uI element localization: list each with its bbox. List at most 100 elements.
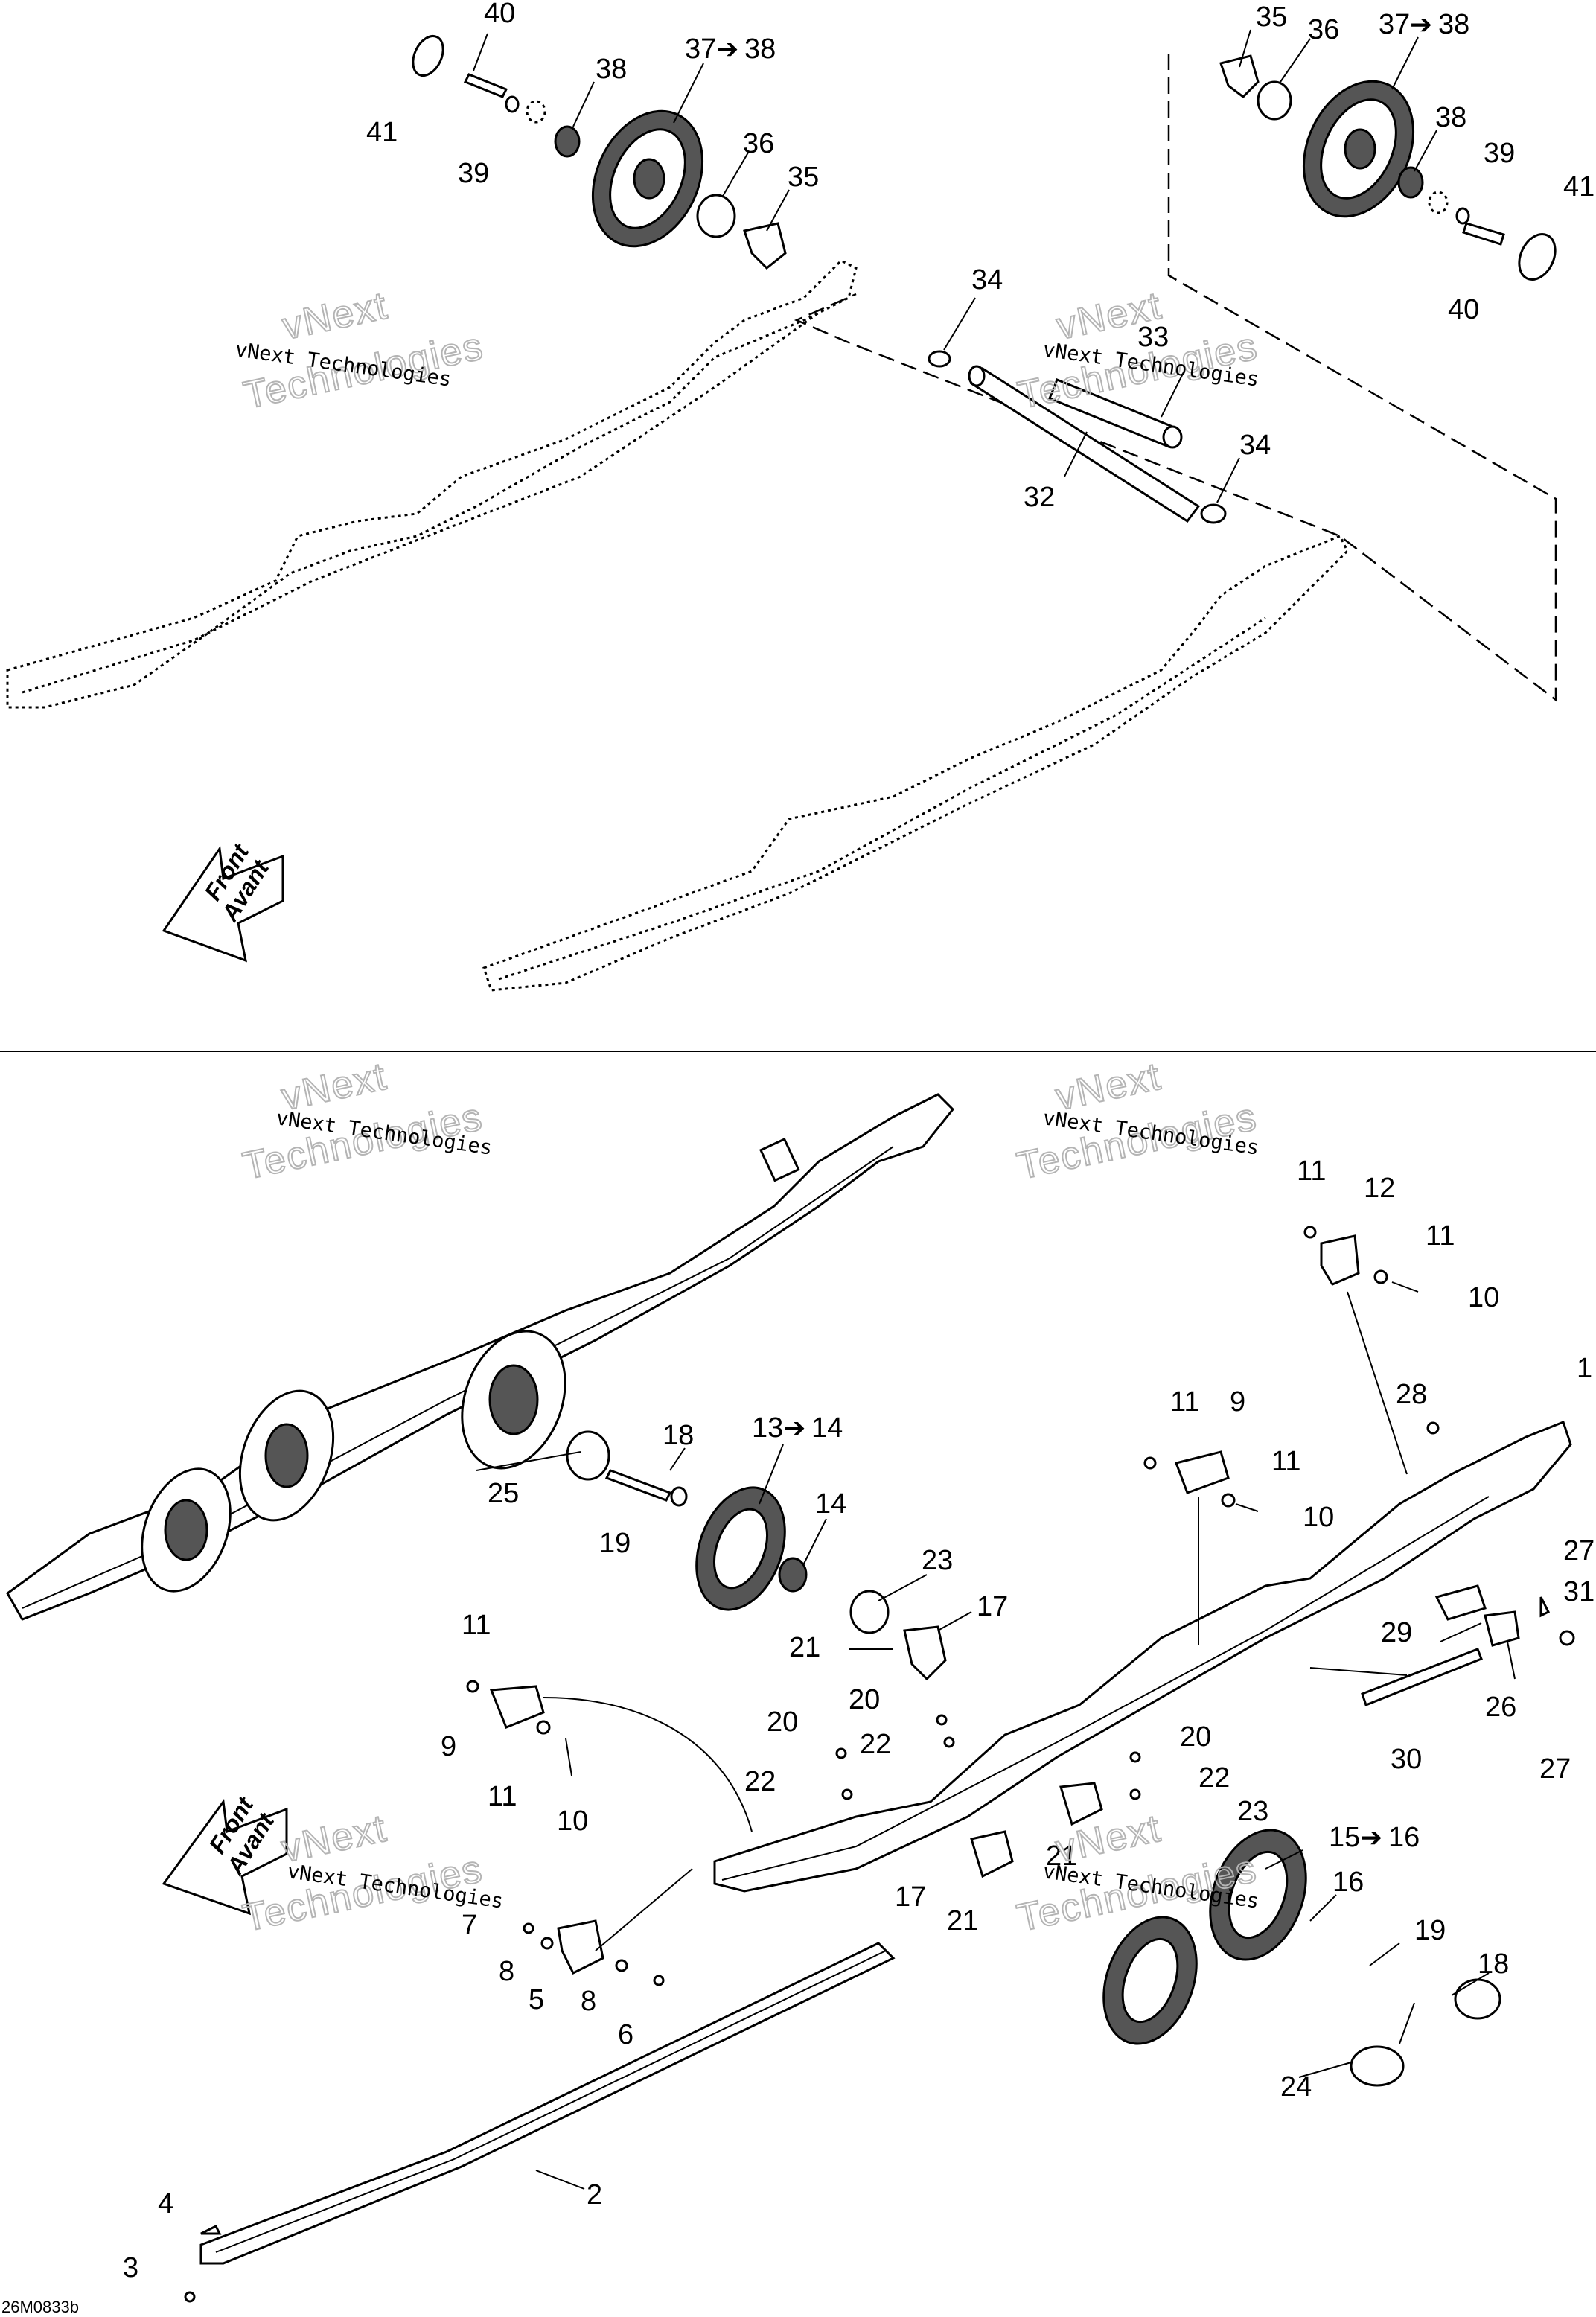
fasteners [184, 1226, 1575, 2303]
washer-34-left [928, 350, 951, 368]
callout-6: 6 [618, 2019, 633, 2050]
svg-text:13: 13 [752, 1412, 783, 1444]
top-panel: Front Avant [6, 0, 1595, 992]
callout-17-top: 17 [977, 1591, 1008, 1622]
washer-39-left [505, 95, 520, 113]
callout-34-right: 34 [1239, 430, 1271, 461]
callout-31: 31 [1563, 1576, 1595, 1607]
callout-20-b: 20 [767, 1706, 798, 1738]
adapter-21 [1059, 1782, 1103, 1826]
callout-27-top: 27 [1563, 1535, 1595, 1567]
callout-14: 14 [815, 1488, 846, 1520]
callout-38-left: 38 [596, 54, 627, 85]
block-5 [557, 1919, 604, 1975]
svg-text:38: 38 [1438, 9, 1469, 40]
callout-39-left: 39 [458, 158, 489, 189]
callout-16: 16 [1332, 1867, 1364, 1898]
callout-8-left: 8 [499, 1956, 514, 1987]
right-rail-ghost [482, 535, 1349, 992]
callout-11-f: 11 [488, 1781, 517, 1812]
washer-39-right [1455, 207, 1470, 225]
callout-23-bottom: 23 [1237, 1796, 1268, 1827]
callout-30: 30 [1391, 1744, 1422, 1775]
left-rail-ghost-inner [22, 311, 820, 694]
callout-1: 1 [1577, 1353, 1592, 1384]
svg-text:vNext: vNext [278, 284, 392, 348]
lockwasher-left [526, 100, 546, 124]
callout-40-left: 40 [484, 0, 515, 29]
callout-12: 12 [1364, 1173, 1395, 1204]
callout-33: 33 [1137, 322, 1169, 353]
callout-4: 4 [158, 2188, 173, 2219]
callout-22-c: 22 [1198, 1762, 1230, 1794]
wheel-15-front [1209, 1829, 1307, 1961]
wheel-37-right [1302, 80, 1415, 218]
callout-11-a: 11 [1297, 1156, 1326, 1187]
callout-41-left: 41 [366, 117, 398, 148]
callout-21-c: 21 [947, 1905, 978, 1937]
callout-3: 3 [123, 2252, 138, 2283]
callout-24: 24 [1280, 2071, 1312, 2103]
wheel-37-left [591, 109, 704, 248]
callout-17-bottom: 17 [895, 1881, 926, 1913]
bracket-29 [1434, 1584, 1487, 1621]
cap-25 [566, 1430, 610, 1481]
wheel-13 [695, 1486, 786, 1611]
callout-22-a: 22 [860, 1729, 891, 1760]
callout-40-right: 40 [1448, 294, 1479, 325]
drawing-code: 26M0833b [1, 2298, 79, 2316]
callout-20-c: 20 [1180, 1721, 1211, 1753]
leaders-bottom [476, 1291, 1516, 2190]
cap-41-left [412, 35, 444, 77]
axle-32 [968, 365, 1201, 523]
svg-text:37: 37 [685, 34, 716, 65]
adapter-17 [903, 1625, 947, 1681]
spacer-36-left [696, 194, 736, 238]
callout-11-e: 11 [462, 1610, 491, 1641]
front-arrow-bottom: Front Avant [162, 1791, 288, 1916]
bolt-40-right [1462, 222, 1505, 246]
callout-23-top: 23 [922, 1545, 953, 1576]
callout-8-right: 8 [581, 1986, 596, 2017]
callout-18-left: 18 [663, 1420, 694, 1451]
callout-38-right: 38 [1435, 102, 1466, 133]
watermark-bottom-left: vNext Technologies [238, 1054, 487, 1189]
callout-22-b: 22 [744, 1766, 776, 1797]
callout-35-right: 35 [1256, 1, 1287, 33]
leaders-top [473, 29, 1437, 503]
callout-26: 26 [1485, 1692, 1516, 1723]
spacer-33 [1048, 378, 1183, 449]
spacer-36-right [1257, 80, 1292, 121]
callout-37-38-right: 37 ➔ 38 [1379, 9, 1469, 40]
wheel-15-rear [1102, 1916, 1198, 2045]
callout-39-right: 39 [1484, 138, 1515, 169]
bearing-38-left [554, 125, 581, 158]
svg-text:38: 38 [744, 34, 776, 65]
callout-2: 2 [587, 2179, 602, 2211]
front-arrow-top: Front Avant [162, 838, 284, 963]
callout-21-a: 21 [789, 1632, 820, 1663]
svg-text:➔: ➔ [716, 34, 738, 65]
slide-2 [200, 1942, 896, 2265]
bracket-26 [1484, 1610, 1520, 1647]
callout-35-left: 35 [788, 162, 819, 193]
callout-5: 5 [529, 1984, 544, 2015]
callout-13-14: 13 ➔ 14 [752, 1412, 843, 1444]
callout-19-right: 19 [1414, 1915, 1446, 1946]
callout-10-b: 10 [1303, 1502, 1334, 1533]
svg-text:14: 14 [811, 1412, 843, 1444]
block-12 [1320, 1234, 1360, 1286]
svg-text:➔: ➔ [1360, 1823, 1382, 1853]
block-9-top [1175, 1450, 1230, 1494]
lockwasher-right [1428, 191, 1449, 214]
bearing-38-right [1397, 166, 1424, 199]
callout-36-right: 36 [1308, 14, 1339, 45]
washer-34-right [1200, 503, 1227, 524]
callout-10-c: 10 [557, 1806, 588, 1837]
adapter-35-left [743, 222, 787, 270]
callout-37-38-left: 37 ➔ 38 [685, 34, 776, 65]
callout-19-left: 19 [599, 1528, 631, 1559]
block-9-left [489, 1685, 545, 1729]
bearing-14 [778, 1557, 808, 1593]
